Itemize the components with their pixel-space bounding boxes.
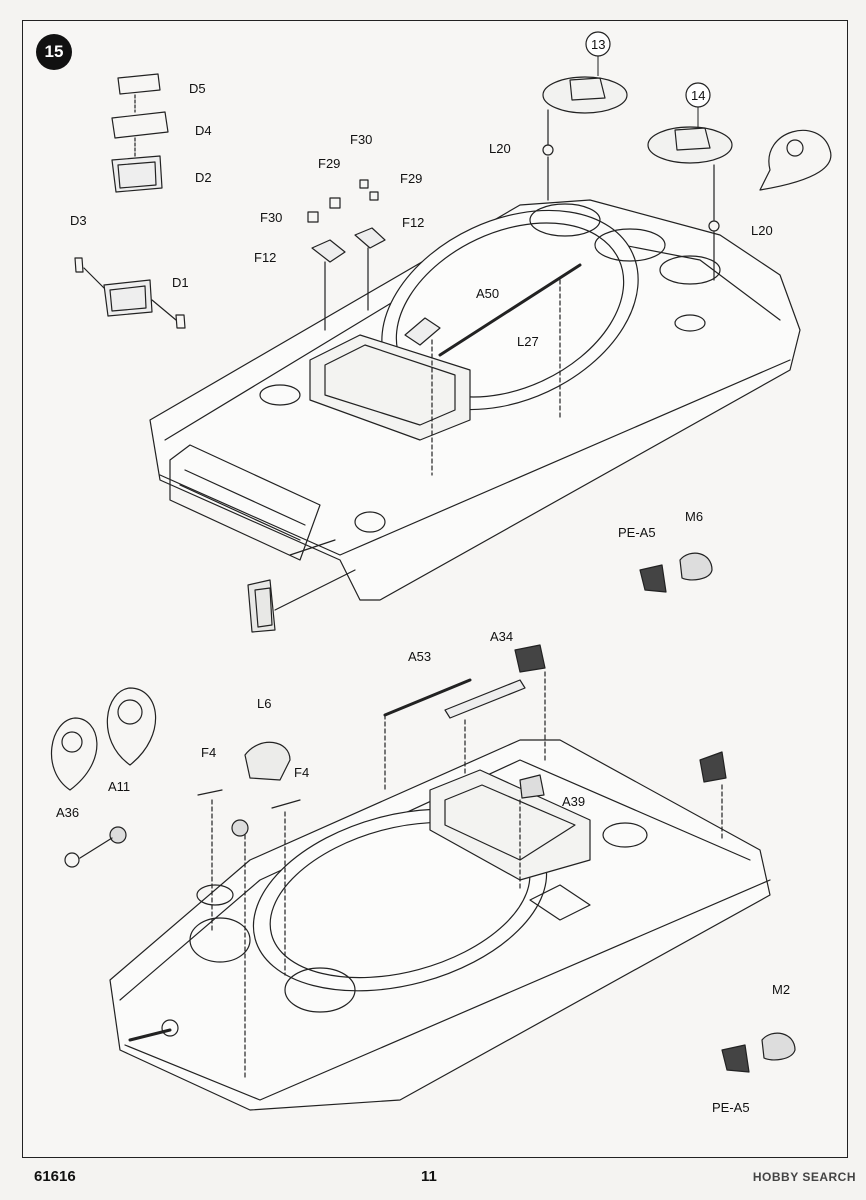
callout-14: 14 xyxy=(685,82,711,127)
hatch-parts-13-14 xyxy=(542,76,832,281)
label-f12-right: F12 xyxy=(402,215,424,230)
label-d1: D1 xyxy=(172,275,189,290)
callout-14-number: 14 xyxy=(691,88,705,103)
label-a34: A34 xyxy=(490,629,513,644)
callout-13: 13 xyxy=(585,31,611,76)
label-a50: A50 xyxy=(476,286,499,301)
parts-d-group xyxy=(74,73,186,329)
label-f30-left: F30 xyxy=(260,210,282,225)
label-a39: A39 xyxy=(562,794,585,809)
label-a53: A53 xyxy=(408,649,431,664)
lower-parts xyxy=(50,644,796,1081)
parts-a50-l27 xyxy=(404,263,582,476)
label-l6: L6 xyxy=(257,696,271,711)
label-a36: A36 xyxy=(56,805,79,820)
label-m6: M6 xyxy=(685,509,703,524)
label-f29-left: F29 xyxy=(318,156,340,171)
label-d5: D5 xyxy=(189,81,206,96)
label-pe-a5-lower: PE-A5 xyxy=(712,1100,750,1115)
part-labels: D5 D4 D2 D3 D1 F30 F29 F29 F30 F12 F12 A… xyxy=(56,81,790,1115)
label-l20-left: L20 xyxy=(489,141,511,156)
label-f29-right: F29 xyxy=(400,171,422,186)
label-l27: L27 xyxy=(517,334,539,349)
label-d4: D4 xyxy=(195,123,212,138)
label-d2: D2 xyxy=(195,170,212,185)
label-f4-right: F4 xyxy=(294,765,309,780)
label-f30-top: F30 xyxy=(350,132,372,147)
product-code: 61616 xyxy=(34,1168,76,1185)
label-f4-left: F4 xyxy=(201,745,216,760)
upper-arrows xyxy=(274,539,356,611)
label-m2: M2 xyxy=(772,982,790,997)
step-number: 15 xyxy=(44,42,64,61)
label-f12-left: F12 xyxy=(254,250,276,265)
label-pe-a5-upper: PE-A5 xyxy=(618,525,656,540)
parts-f-group xyxy=(307,179,386,331)
label-l20-right: L20 xyxy=(751,223,773,238)
lower-hull xyxy=(109,739,771,1111)
page-number: 11 xyxy=(421,1168,437,1185)
label-a11: A11 xyxy=(108,779,130,794)
step-number-badge: 15 xyxy=(36,34,72,70)
label-d3: D3 xyxy=(70,213,87,228)
callout-13-number: 13 xyxy=(591,37,605,52)
watermark: HOBBY SEARCH xyxy=(752,1170,856,1184)
parts-pea5-m6 xyxy=(639,552,713,593)
